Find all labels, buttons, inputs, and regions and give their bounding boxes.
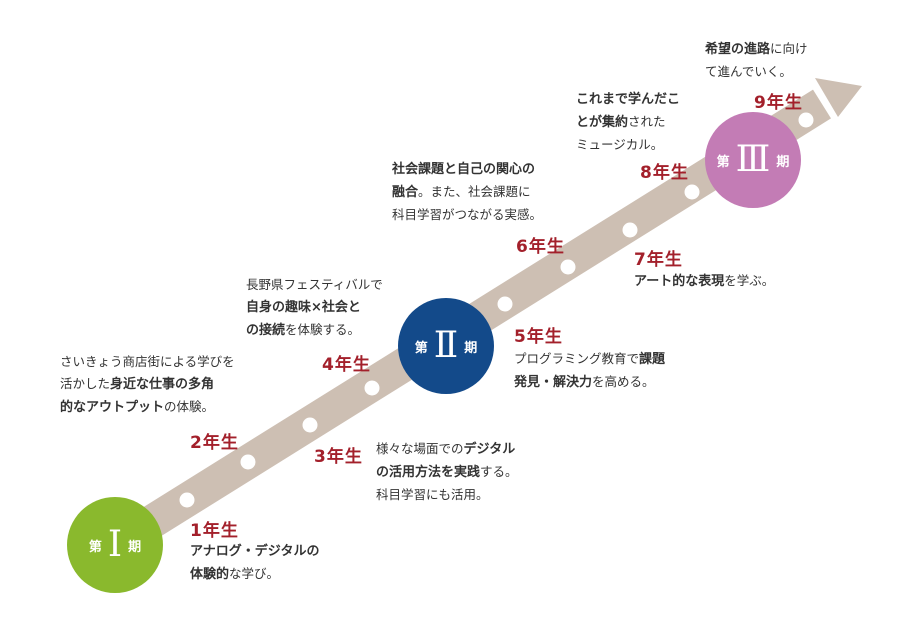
emphasis-text: 社会課題と自己の関心の [392,162,536,177]
phase-3-circle: 第 Ⅲ 期 [705,112,801,208]
description-line: 長野県フェスティバルで [246,274,383,296]
description-line: 的なアウトプットの体験。 [60,396,235,419]
description-line: 融合。また、社会課題に [392,181,542,204]
progress-dot [560,259,576,275]
progress-dot [302,417,318,433]
body-text: 科目学習にも活用。 [376,487,489,502]
progress-dot [497,296,513,312]
year-1-description: アナログ・デジタルの体験的な学び。 [190,540,319,586]
year-3-description: 様々な場面でのデジタルの活用方法を実践する。科目学習にも活用。 [376,438,518,506]
body-text: て進んでいく。 [705,64,792,79]
year-6-label: 6年生 [516,237,565,257]
year-8-label: 8年生 [640,163,689,183]
body-text: を高める。 [592,374,655,389]
body-text: 様々な場面での [376,441,464,456]
phase-3-prefix: 第 [716,154,730,170]
year-6-description: 社会課題と自己の関心の融合。また、社会課題に科目学習がつながる実感。 [392,158,542,226]
phase-3-suffix: 期 [776,154,790,170]
year-7-description: アート的な表現を学ぶ。 [634,270,774,293]
emphasis-text: アート的な表現 [634,274,725,289]
year-2-label: 2年生 [190,433,239,453]
description-line: アナログ・デジタルの [190,540,319,563]
phase-1-prefix: 第 [88,539,102,555]
body-text: 活かした [60,376,111,391]
progress-dot [684,184,700,200]
emphasis-text: 身近な仕事の多角 [110,377,215,392]
description-line: さいきょう商店街による学びを [60,351,235,373]
description-line: 活かした身近な仕事の多角 [60,373,235,396]
body-text: 科目学習がつながる実感。 [392,207,543,222]
description-line: 希望の進路に向け [705,38,808,61]
body-text: さいきょう商店街による学びを [60,354,235,369]
phase-2-numeral: Ⅱ [433,325,459,366]
description-line: 様々な場面でのデジタル [376,438,518,461]
arrow-head [815,78,862,117]
body-text: な学び。 [229,566,280,581]
progress-dot [798,112,814,128]
description-line: て進んでいく。 [705,61,808,83]
progress-dot [622,222,638,238]
body-text: ミュージカル。 [576,137,664,152]
description-line: 社会課題と自己の関心の [392,158,542,181]
progress-dot [240,454,256,470]
year-4-description: 長野県フェスティバルで自身の趣味×社会との接続を体験する。 [246,274,383,342]
body-text: の体験。 [164,399,215,414]
year-5-description: プログラミング教育で課題発見・解決力を高める。 [514,348,665,394]
phase-1-numeral: Ⅰ [107,524,123,565]
emphasis-text: 発見・解決力 [514,375,593,390]
emphasis-text: 課題 [639,352,666,367]
year-7-label: 7年生 [634,250,683,270]
description-line: 科目学習がつながる実感。 [392,204,542,226]
phase-2-prefix: 第 [414,340,428,356]
description-line: 科目学習にも活用。 [376,484,518,506]
emphasis-text: 融合 [392,185,419,200]
body-text: を学ぶ。 [724,273,775,288]
emphasis-text: 体験的 [190,567,230,582]
description-line: の活用方法を実践する。 [376,461,518,484]
phase-2-suffix: 期 [464,340,478,356]
body-text: 。また、社会課題に [418,184,531,199]
phase-1-circle: 第 Ⅰ 期 [67,497,163,593]
year-8-description: これまで学んだことが集約されたミュージカル。 [576,88,680,156]
body-text: プログラミング教育で [514,351,640,366]
emphasis-text: とが集約 [576,115,629,130]
body-text: を体験する。 [285,322,361,337]
emphasis-text: の接続 [246,323,286,338]
year-5-label: 5年生 [514,327,563,347]
body-text: する。 [480,464,518,479]
body-text: 長野県フェスティバルで [246,277,383,292]
emphasis-text: デジタル [463,442,516,457]
body-text: された [628,114,666,129]
year-3-label: 3年生 [314,447,363,467]
description-line: 発見・解決力を高める。 [514,371,665,394]
year-1-label: 1年生 [190,521,239,541]
emphasis-text: 的なアウトプット [60,400,165,415]
description-line: の接続を体験する。 [246,319,383,342]
emphasis-text: 希望の進路 [705,42,771,57]
progress-dot [179,492,195,508]
emphasis-text: これまで学んだこ [576,92,681,107]
phase-1-suffix: 期 [128,539,142,555]
description-line: 自身の趣味×社会と [246,296,383,319]
description-line: 体験的な学び。 [190,563,319,586]
description-line: これまで学んだこ [576,88,680,111]
description-line: アート的な表現を学ぶ。 [634,270,774,293]
progress-dots [179,112,814,508]
phase-3-numeral: Ⅲ [735,139,771,180]
year-4-label: 4年生 [322,355,371,375]
emphasis-text: の活用方法を実践 [376,465,481,480]
emphasis-text: アナログ・デジタルの [190,544,320,559]
progress-dot [364,380,380,396]
year-2-description: さいきょう商店街による学びを活かした身近な仕事の多角的なアウトプットの体験。 [60,351,235,419]
phase-2-circle: 第 Ⅱ 期 [398,298,494,394]
emphasis-text: 自身の趣味×社会と [246,300,361,315]
description-line: ミュージカル。 [576,134,680,156]
year-9-description: 希望の進路に向けて進んでいく。 [705,38,808,83]
description-line: プログラミング教育で課題 [514,348,665,371]
body-text: に向け [770,41,808,56]
description-line: とが集約された [576,111,680,134]
year-9-label: 9年生 [754,93,803,113]
